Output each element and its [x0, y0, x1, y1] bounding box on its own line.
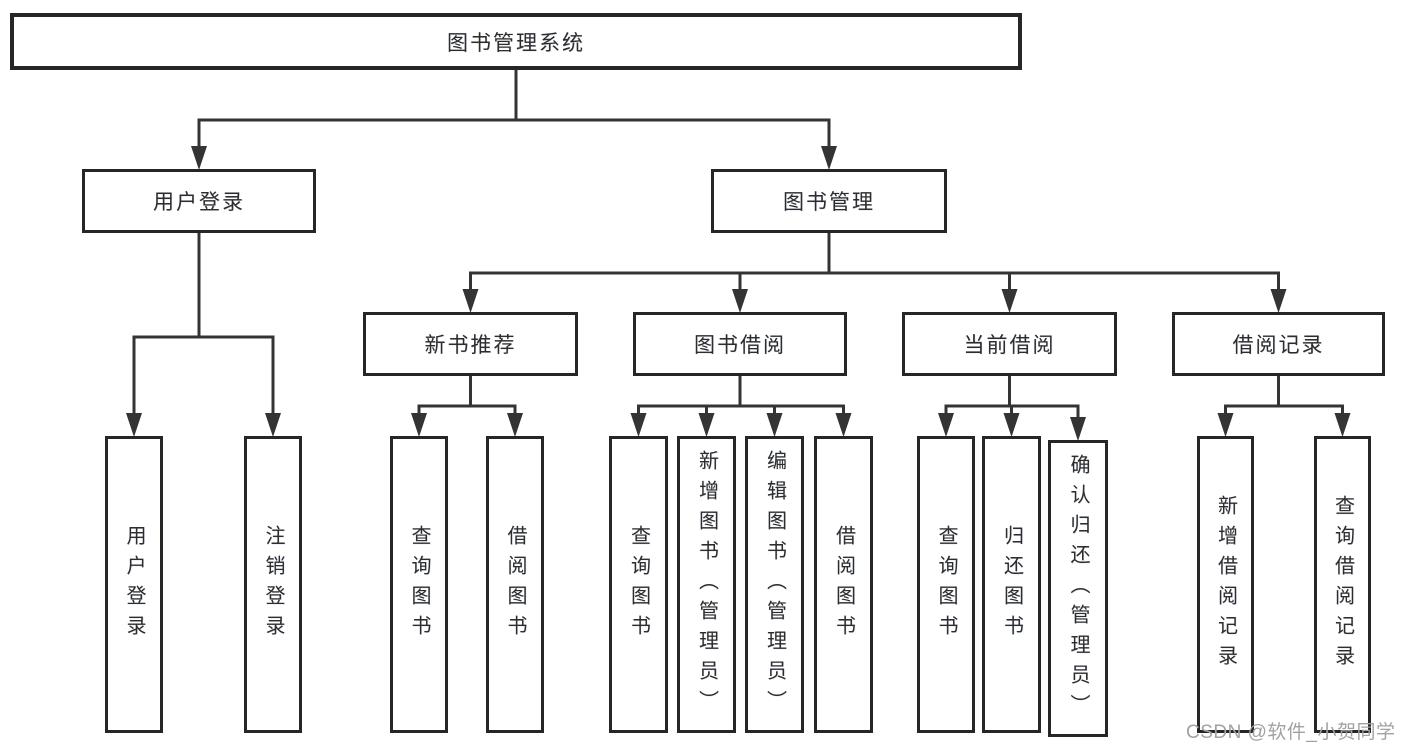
leaf-return-books: 归还图书	[982, 436, 1041, 733]
arrowhead-icon	[191, 146, 207, 170]
arrowhead-icon	[1003, 413, 1020, 437]
arrowhead-icon	[1217, 413, 1234, 437]
arrowhead-icon	[507, 413, 523, 437]
node-label: 新书推荐	[424, 334, 517, 357]
node-label: 编辑图书（管理员）	[763, 449, 786, 720]
arrowhead-icon	[938, 413, 954, 437]
leaf-add-books-admin: 新增图书（管理员）	[677, 436, 736, 733]
node-library-system: 图书管理系统	[10, 13, 1022, 70]
node-label: 用户登录	[153, 191, 245, 214]
node-label: 注销登录	[262, 524, 284, 645]
node-label: 借阅记录	[1232, 334, 1325, 357]
csdn-watermark: CSDN @软件_小贺同学	[1186, 722, 1396, 743]
arrowhead-icon	[835, 413, 852, 437]
node-label: 归还图书	[1000, 524, 1023, 645]
node-label: 查询借阅记录	[1331, 494, 1354, 675]
node-label: 借阅图书	[504, 524, 526, 645]
arrowhead-icon	[732, 289, 748, 313]
leaf-query-books-borrow: 查询图书	[609, 436, 668, 733]
leaf-user-login: 用户登录	[105, 436, 163, 733]
node-label: 图书管理系统	[447, 31, 585, 55]
node-label: 查询图书	[408, 524, 430, 645]
node-current-borrow: 当前借阅	[902, 312, 1117, 376]
arrowhead-icon	[462, 289, 479, 313]
node-borrow-records: 借阅记录	[1172, 312, 1385, 376]
node-label: 确认归还（管理员）	[1067, 453, 1089, 724]
node-label: 新增借阅记录	[1214, 494, 1237, 675]
node-label: 新增图书（管理员）	[695, 449, 718, 720]
arrowhead-icon	[1001, 289, 1018, 313]
arrowhead-icon	[766, 413, 783, 437]
node-label: 图书借阅	[694, 334, 786, 357]
node-label: 查询图书	[935, 524, 957, 645]
leaf-query-books-recommend: 查询图书	[390, 436, 448, 733]
arrowhead-icon	[1070, 417, 1086, 441]
arrowhead-icon	[126, 413, 142, 437]
node-label: 借阅图书	[832, 524, 855, 645]
node-label: 用户登录	[123, 524, 145, 645]
node-label: 图书管理	[783, 191, 875, 214]
arrowhead-icon	[698, 413, 715, 437]
arrowhead-icon	[1334, 413, 1351, 437]
arrowhead-icon	[821, 146, 837, 170]
leaf-borrow-books-recommend: 借阅图书	[486, 436, 544, 733]
arrowhead-icon	[265, 413, 281, 437]
leaf-query-borrow-record: 查询借阅记录	[1314, 436, 1371, 733]
leaf-query-books-current: 查询图书	[917, 436, 975, 733]
leaf-confirm-return-admin: 确认归还（管理员）	[1048, 440, 1108, 737]
node-user-login: 用户登录	[82, 169, 316, 233]
arrowhead-icon	[411, 413, 427, 437]
node-book-management: 图书管理	[711, 169, 947, 233]
leaf-add-borrow-record: 新增借阅记录	[1197, 436, 1254, 733]
node-label: 当前借阅	[963, 334, 1056, 357]
leaf-edit-books-admin: 编辑图书（管理员）	[745, 436, 804, 733]
leaf-logout: 注销登录	[244, 436, 302, 733]
node-new-book-recommend: 新书推荐	[363, 312, 578, 376]
node-book-borrow: 图书借阅	[633, 312, 847, 376]
arrowhead-icon	[630, 413, 647, 437]
leaf-borrow-books-borrow: 借阅图书	[814, 436, 873, 733]
node-label: 查询图书	[627, 524, 650, 645]
arrowhead-icon	[1270, 289, 1287, 313]
